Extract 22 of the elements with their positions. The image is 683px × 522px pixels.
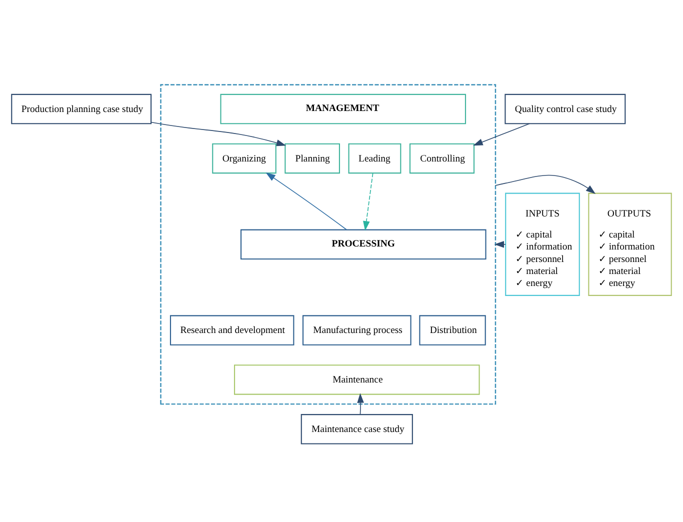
node-box: INPUTS ✓ capital ✓ information ✓ personnel ✓ material ✓ energy <box>505 192 580 296</box>
node-box: Organizing <box>212 143 276 174</box>
node-box: MANAGEMENT <box>220 94 466 124</box>
node-box: Manufacturing process <box>302 315 412 346</box>
arrow <box>357 393 364 415</box>
arrow <box>473 123 530 146</box>
arrow <box>266 172 347 230</box>
arrow <box>495 174 596 194</box>
node-box: Research and development <box>170 315 294 346</box>
arrow <box>494 240 506 248</box>
node-box: PROCESSING <box>240 229 486 260</box>
node-box: Maintenance <box>234 364 480 395</box>
node-box: Planning <box>284 143 340 174</box>
node-box: Leading <box>348 143 402 174</box>
node-box: OUTPUTS ✓ capital ✓ information ✓ personnel ✓ material ✓ energy <box>588 192 672 296</box>
arrow <box>363 172 374 231</box>
node-box: Maintenance case study <box>300 414 413 444</box>
node-box: Production planning case study <box>11 94 152 124</box>
node-box: Quality control case study <box>504 94 626 124</box>
node-box: Controlling <box>409 143 475 174</box>
arrow <box>150 122 286 146</box>
node-box: Distribution <box>419 315 486 346</box>
